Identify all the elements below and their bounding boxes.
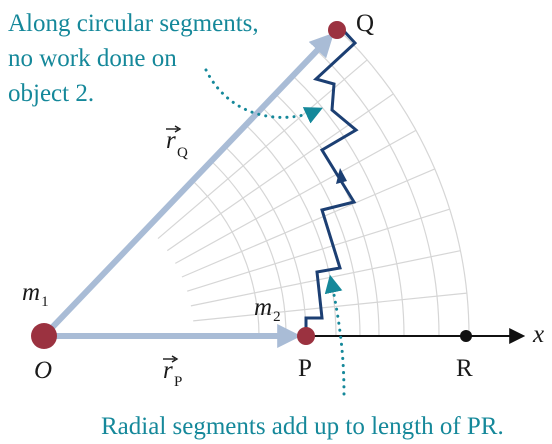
bottom-annotation: Radial segments add up to length of PR. xyxy=(101,413,504,440)
grid-rays xyxy=(157,59,467,322)
grid-ray xyxy=(187,208,450,292)
top-annotation-line2: no work done on xyxy=(8,45,177,72)
svg-text:Q: Q xyxy=(177,145,188,161)
top-annotation-line1: Along circular segments, xyxy=(8,10,259,37)
svg-text:P: P xyxy=(174,374,182,390)
top-annotation-line3: object 2. xyxy=(8,80,94,107)
label-point-r: R xyxy=(456,355,473,382)
label-origin: O xyxy=(34,357,52,384)
svg-text:r: r xyxy=(163,357,173,384)
svg-text:r: r xyxy=(166,127,176,154)
grid-ray xyxy=(166,93,394,252)
grid-ray xyxy=(175,129,417,264)
label-m1: m1 xyxy=(22,279,49,310)
bottom-dotted-arrow xyxy=(324,274,346,396)
grid-ray xyxy=(181,168,436,278)
vector-rq xyxy=(41,32,334,339)
label-point-p: P xyxy=(298,355,312,382)
label-rp: r P xyxy=(163,355,182,390)
label-rq: r Q xyxy=(166,125,188,161)
mass-m1-dot xyxy=(31,323,57,349)
point-r-dot xyxy=(460,330,472,342)
label-m2: m2 xyxy=(254,294,281,325)
grid-ray xyxy=(193,292,467,322)
point-q-dot xyxy=(328,21,346,39)
path-direction-arrowhead xyxy=(336,168,347,184)
label-point-q: Q xyxy=(356,10,374,37)
top-dotted-arrow xyxy=(204,68,323,124)
point-p-dot xyxy=(297,327,315,345)
label-x-axis: x xyxy=(532,321,544,348)
grid-arcs xyxy=(192,28,470,337)
